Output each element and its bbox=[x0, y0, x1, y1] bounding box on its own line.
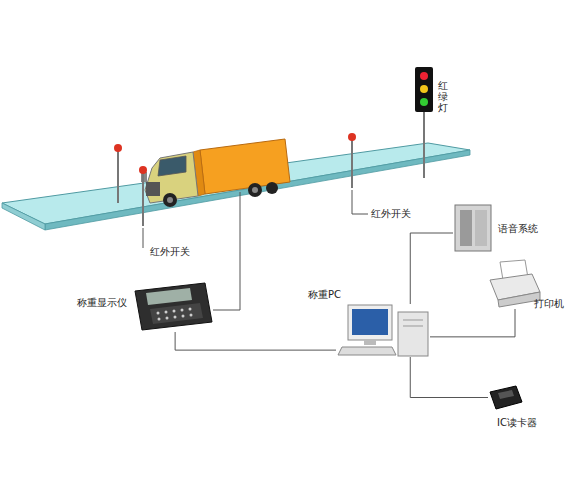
sensor-label: 红外开关 bbox=[150, 246, 190, 258]
pc-icon bbox=[338, 305, 428, 356]
sensor-head bbox=[348, 133, 356, 141]
sensor-pole bbox=[117, 150, 119, 203]
red-lamp bbox=[420, 72, 428, 80]
device-label: IC读卡器 bbox=[497, 417, 537, 429]
cable bbox=[430, 309, 515, 337]
device-label: 称重显示仪 bbox=[77, 297, 127, 309]
device-node: 打印机 bbox=[488, 258, 542, 309]
weighing-display-icon bbox=[135, 283, 212, 330]
yellow-lamp bbox=[420, 85, 428, 93]
cable bbox=[410, 233, 453, 304]
ic-reader-icon bbox=[490, 386, 522, 409]
scale-wire bbox=[213, 192, 240, 310]
platform-side bbox=[2, 203, 45, 230]
device-node: IC读卡器 bbox=[488, 384, 524, 411]
truck bbox=[141, 139, 290, 207]
voice-system-icon bbox=[455, 205, 491, 251]
cable bbox=[175, 332, 336, 350]
traffic-light-label: 红绿灯 bbox=[438, 80, 448, 113]
device-node: 语音系统 bbox=[453, 203, 493, 253]
device-label: 打印机 bbox=[534, 298, 564, 310]
traffic-light bbox=[415, 67, 433, 112]
device-node: 称重显示仪 bbox=[133, 281, 214, 332]
sensor-pole bbox=[142, 172, 144, 226]
cable bbox=[410, 357, 488, 398]
sensor-label: 红外开关 bbox=[371, 208, 411, 220]
sensor-pole bbox=[351, 139, 353, 188]
device-label: 语音系统 bbox=[498, 223, 538, 235]
printer-icon bbox=[490, 260, 540, 307]
sensor-head bbox=[139, 166, 147, 174]
device-label: 称重PC bbox=[308, 289, 341, 301]
device-node: 称重PC bbox=[336, 304, 430, 357]
sensor-wire bbox=[143, 228, 144, 248]
green-lamp bbox=[420, 98, 428, 106]
sensor-head bbox=[114, 144, 122, 152]
sensor-wire bbox=[352, 190, 368, 214]
light-pole bbox=[423, 110, 425, 178]
